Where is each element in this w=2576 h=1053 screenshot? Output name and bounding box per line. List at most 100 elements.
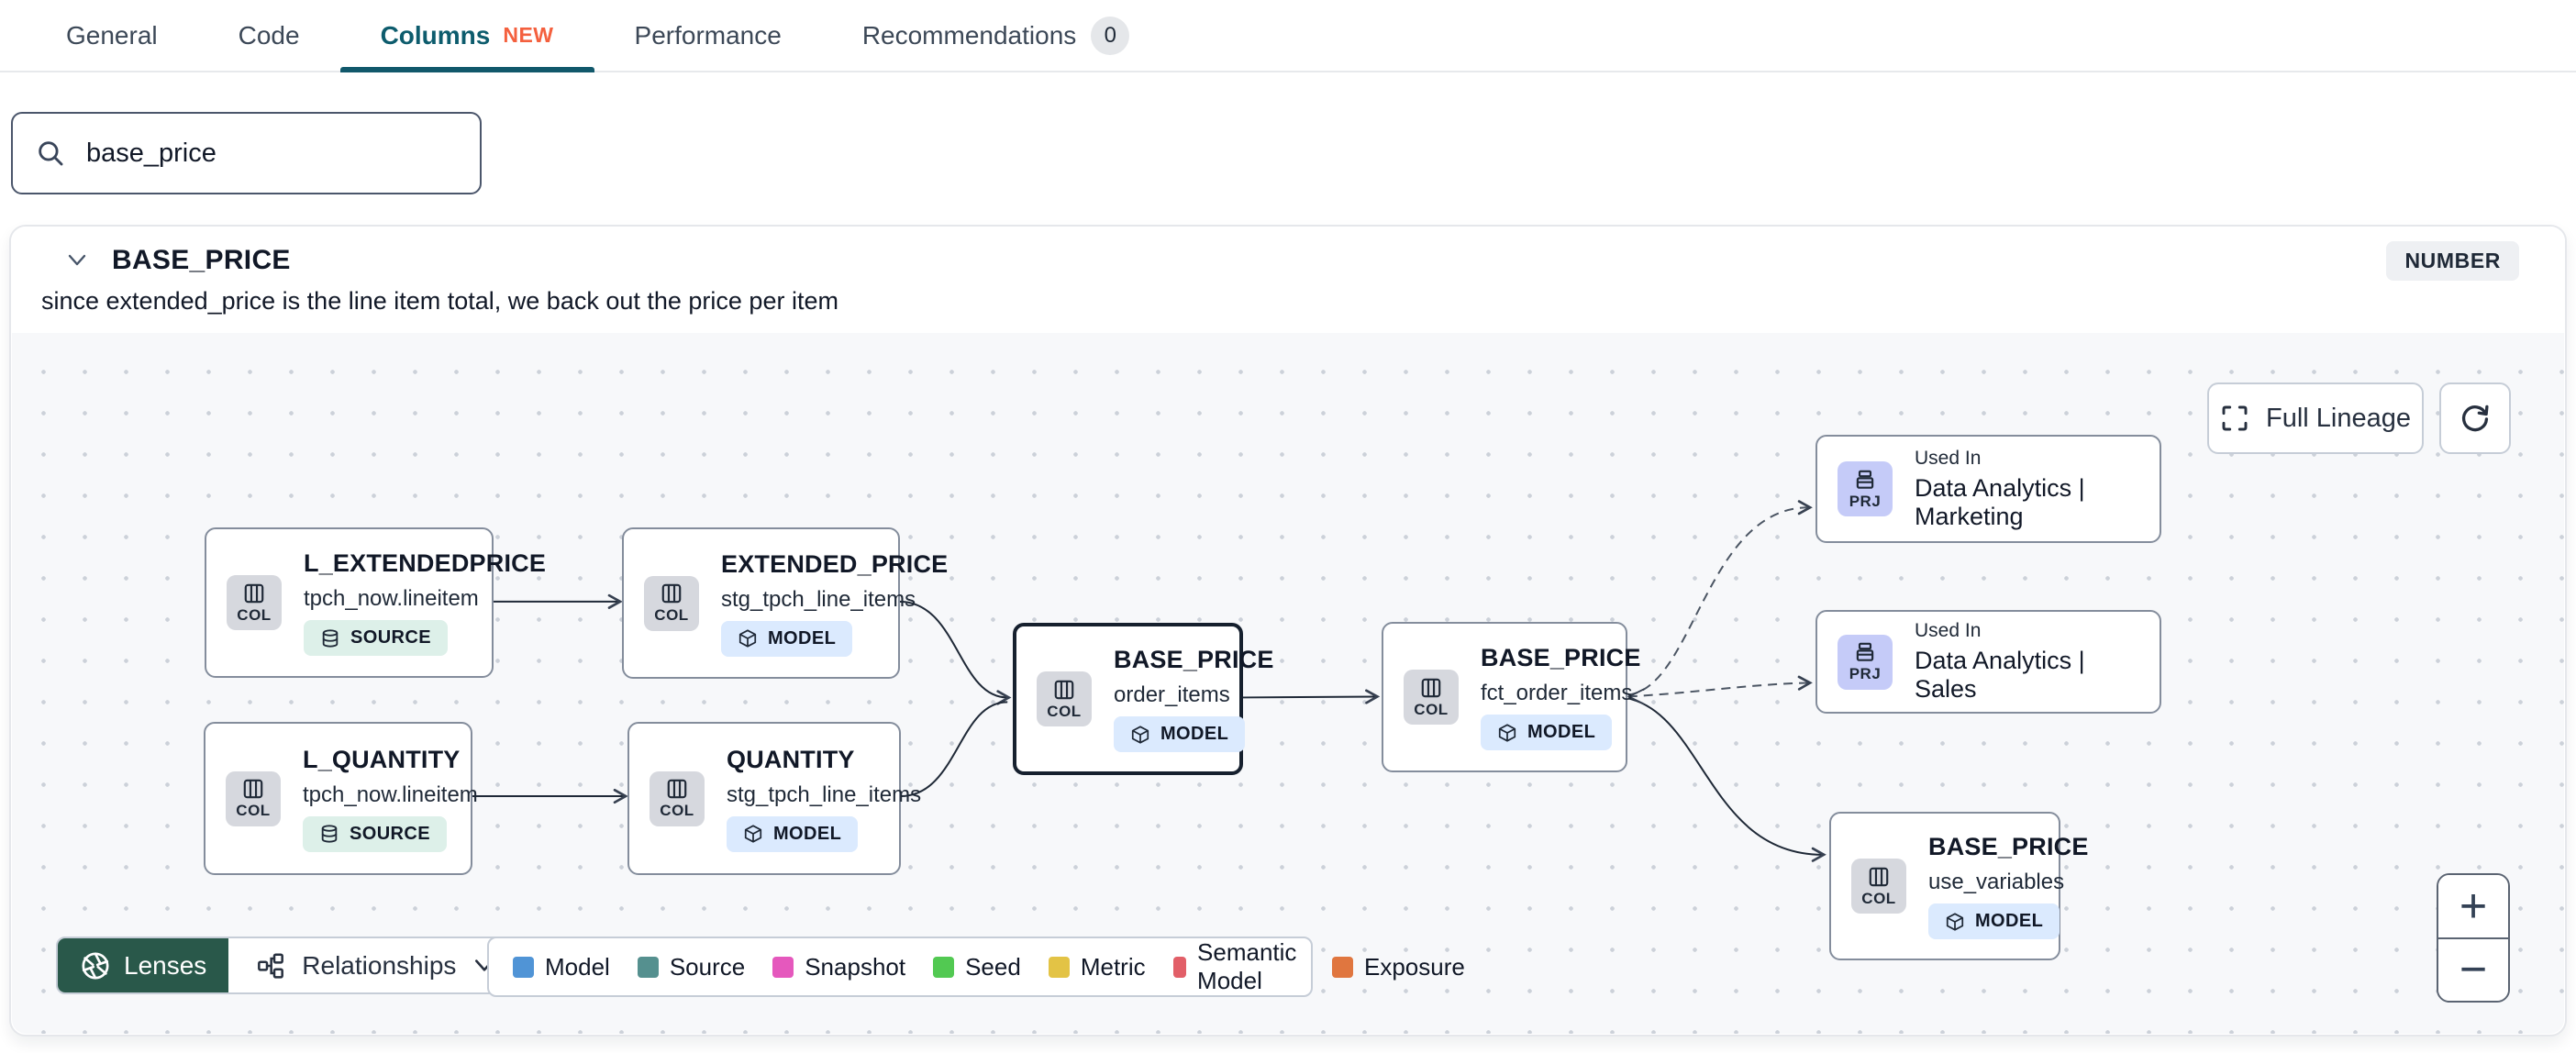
legend-swatch bbox=[513, 956, 534, 978]
search-input[interactable] bbox=[86, 138, 458, 169]
lenses-toolbar: Lenses Relationships bbox=[56, 937, 527, 994]
column-chip: COL bbox=[227, 575, 282, 630]
lineage-edges bbox=[472, 500, 1827, 862]
node-subtitle: use_variables bbox=[1928, 870, 2065, 894]
full-lineage-button[interactable]: Full Lineage bbox=[2207, 382, 2424, 454]
zoom-out-button[interactable]: − bbox=[2438, 938, 2508, 1001]
lineage-node-l-extendedprice[interactable]: COL L_EXTENDEDPRICE tpch_now.lineitem SO… bbox=[205, 527, 546, 678]
project-chip: PRJ bbox=[1838, 634, 1893, 690]
column-chip: COL bbox=[1037, 671, 1092, 726]
columns-icon bbox=[1867, 865, 1891, 889]
column-chip: COL bbox=[1851, 859, 1906, 914]
project-chip: PRJ bbox=[1838, 461, 1893, 516]
node-subtitle: stg_tpch_line_items bbox=[721, 586, 916, 612]
tab-performance[interactable]: Performance bbox=[634, 20, 782, 50]
refresh-button[interactable] bbox=[2439, 382, 2511, 454]
lineage-node-base-price-order-items[interactable]: COL BASE_PRICE order_items MODEL bbox=[1013, 623, 1273, 775]
new-badge: NEW bbox=[503, 23, 554, 47]
node-title: L_QUANTITY bbox=[303, 745, 461, 773]
model-badge: MODEL bbox=[721, 620, 853, 657]
lineage-node-quantity[interactable]: COL QUANTITY stg_tpch_line_items MODEL bbox=[627, 722, 921, 875]
node-subtitle: order_items bbox=[1114, 682, 1230, 707]
lineage-canvas[interactable]: COL L_EXTENDEDPRICE tpch_now.lineitem SO… bbox=[12, 333, 2564, 1034]
node-subtitle: stg_tpch_line_items bbox=[727, 781, 922, 807]
column-name: BASE_PRICE bbox=[112, 245, 291, 275]
legend-swatch bbox=[933, 956, 955, 978]
tab-columns[interactable]: Columns NEW bbox=[339, 0, 594, 72]
legend-item-semantic-model: Semantic Model bbox=[1172, 938, 1305, 995]
legend-swatch bbox=[637, 956, 659, 978]
column-chip: COL bbox=[650, 770, 705, 826]
search-icon bbox=[39, 141, 63, 166]
aperture-icon bbox=[82, 951, 109, 980]
archive-icon bbox=[1853, 468, 1877, 492]
node-title: BASE_PRICE bbox=[1481, 644, 1641, 671]
columns-icon bbox=[660, 582, 683, 605]
model-badge: MODEL bbox=[1928, 903, 2060, 939]
tab-general[interactable]: General bbox=[66, 20, 158, 50]
legend-item-exposure: Exposure bbox=[1332, 953, 1465, 981]
relationships-dropdown[interactable]: Relationships bbox=[228, 938, 524, 992]
refresh-icon bbox=[2461, 405, 2489, 432]
column-chip: COL bbox=[644, 575, 699, 631]
zoom-controls: + − bbox=[2437, 873, 2510, 1003]
used-in-label: Used In bbox=[1915, 620, 1982, 641]
source-badge: SOURCE bbox=[304, 620, 448, 656]
model-badge: MODEL bbox=[1114, 716, 1246, 752]
node-title: EXTENDED_PRICE bbox=[721, 549, 949, 578]
cube-icon bbox=[743, 824, 763, 844]
recommendations-count-badge: 0 bbox=[1091, 16, 1130, 55]
node-title: L_EXTENDEDPRICE bbox=[304, 549, 547, 577]
node-title: BASE_PRICE bbox=[1114, 646, 1274, 673]
relationships-icon bbox=[258, 952, 284, 979]
cube-icon bbox=[1130, 725, 1150, 745]
column-panel-header: BASE_PRICE NUMBER since extended_price i… bbox=[11, 227, 2565, 333]
columns-icon bbox=[665, 777, 689, 801]
chevron-down-icon[interactable] bbox=[66, 253, 88, 268]
cube-icon bbox=[1945, 912, 1965, 932]
node-type-legend: Model Source Snapshot Seed Metric bbox=[487, 937, 1465, 997]
database-icon bbox=[320, 628, 340, 648]
node-title: Data Analytics | Sales bbox=[1915, 647, 2085, 703]
lineage-node-base-price-fct-order-items[interactable]: COL BASE_PRICE fct_order_items MODEL bbox=[1382, 622, 1640, 772]
lenses-button[interactable]: Lenses bbox=[58, 938, 229, 992]
lineage-node-usedin-sales[interactable]: PRJ Used In Data Analytics | Sales bbox=[1815, 610, 2161, 714]
node-subtitle: fct_order_items bbox=[1481, 681, 1633, 705]
tab-code[interactable]: Code bbox=[238, 20, 300, 50]
node-subtitle: tpch_now.lineitem bbox=[303, 781, 478, 807]
cube-icon bbox=[1497, 723, 1517, 743]
columns-icon bbox=[1052, 678, 1076, 702]
legend-item-source: Source bbox=[637, 953, 745, 981]
model-badge: MODEL bbox=[727, 815, 859, 852]
tab-bar: General Code Columns NEW Performance Rec… bbox=[0, 0, 2576, 72]
lineage-node-usedin-marketing[interactable]: PRJ Used In Data Analytics | Marketing bbox=[1815, 435, 2161, 543]
legend-item-snapshot: Snapshot bbox=[772, 953, 905, 981]
node-title: QUANTITY bbox=[727, 745, 855, 773]
node-subtitle: tpch_now.lineitem bbox=[304, 586, 479, 611]
column-description: since extended_price is the line item to… bbox=[41, 287, 838, 315]
legend-swatch bbox=[772, 956, 794, 978]
columns-icon bbox=[242, 582, 266, 605]
tab-recommendations[interactable]: Recommendations 0 bbox=[822, 0, 1170, 71]
lineage-node-l-quantity[interactable]: COL L_QUANTITY tpch_now.lineitem SOURCE bbox=[204, 722, 478, 875]
used-in-label: Used In bbox=[1915, 447, 1982, 469]
column-chip: COL bbox=[1404, 670, 1459, 725]
column-chip: COL bbox=[226, 770, 281, 826]
model-badge: MODEL bbox=[1481, 715, 1613, 750]
legend-swatch bbox=[1172, 956, 1187, 978]
node-title: BASE_PRICE bbox=[1928, 833, 2089, 860]
legend-item-model: Model bbox=[513, 953, 610, 981]
lineage-node-base-price-use-variables[interactable]: COL BASE_PRICE use_variables MODEL bbox=[1829, 812, 2088, 960]
zoom-in-button[interactable]: + bbox=[2438, 875, 2508, 939]
cube-icon bbox=[738, 628, 758, 648]
column-type-badge: NUMBER bbox=[2386, 240, 2519, 281]
legend-item-metric: Metric bbox=[1048, 953, 1146, 981]
database-icon bbox=[319, 824, 339, 844]
legend-swatch bbox=[1332, 956, 1353, 978]
column-panel: BASE_PRICE NUMBER since extended_price i… bbox=[9, 225, 2567, 1036]
legend-swatch bbox=[1048, 956, 1070, 978]
column-search[interactable] bbox=[11, 112, 482, 194]
expand-icon bbox=[2222, 405, 2248, 431]
lineage-node-extended-price[interactable]: COL EXTENDED_PRICE stg_tpch_line_items M… bbox=[622, 527, 948, 679]
